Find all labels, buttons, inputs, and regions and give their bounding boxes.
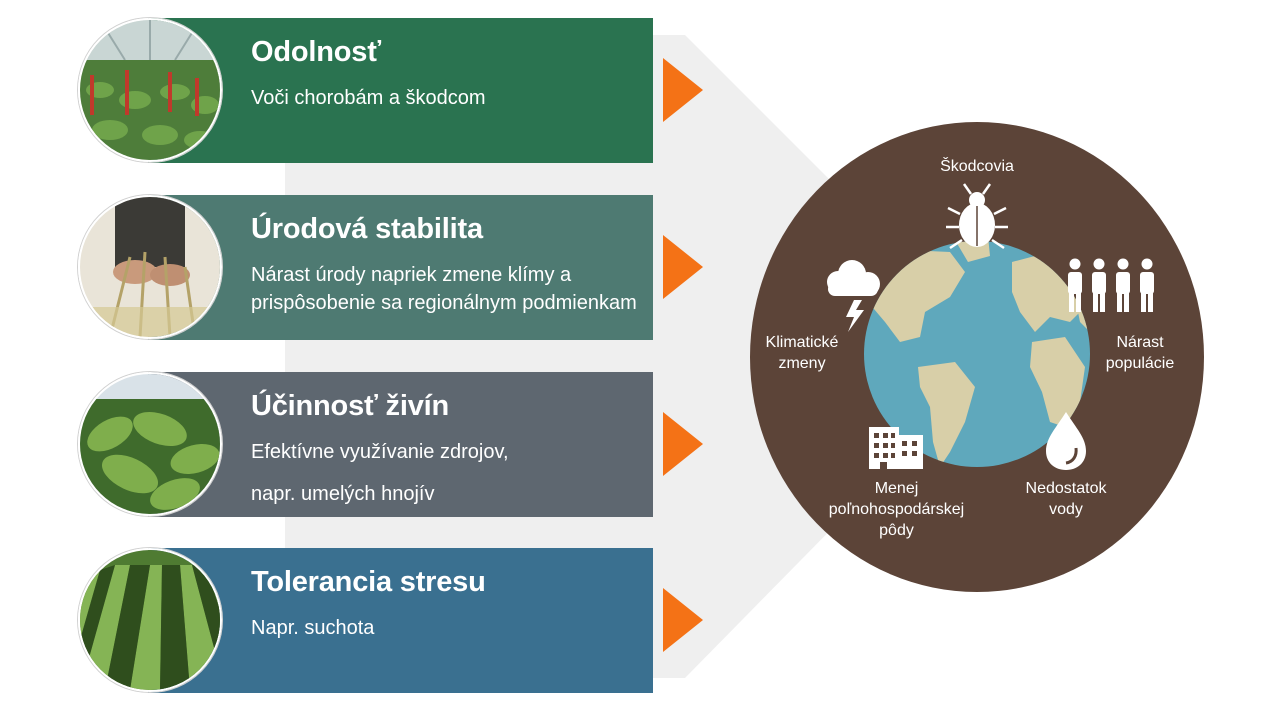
challenges-globe: Škodcovia Klimatické zmeny Nárast populá…	[750, 122, 1205, 592]
buildings-icon	[869, 427, 923, 469]
row-title: Tolerancia stresu	[251, 566, 486, 598]
row-description-line: napr. umelých hnojív	[251, 483, 435, 505]
row-stress-tolerance: Tolerancia stresu Napr. suchota	[148, 548, 653, 693]
arrow-icon	[663, 412, 703, 476]
arrow-icon	[663, 588, 703, 652]
arrow-icon	[663, 58, 703, 122]
storm-cloud-icon	[827, 260, 880, 332]
farmer-hands-wheat-photo	[78, 195, 222, 339]
arrow-icon	[663, 235, 703, 299]
label-water-shortage: Nedostatok vody	[1008, 478, 1124, 520]
row-title: Odolnosť	[251, 36, 381, 68]
row-description-line: Efektívne využívanie zdrojov,	[251, 441, 509, 463]
label-climate-change: Klimatické zmeny	[752, 332, 852, 374]
beet-leaves-photo	[78, 372, 222, 516]
label-line: Klimatické	[765, 334, 839, 351]
label-line: vody	[1049, 501, 1083, 518]
globe-circle	[750, 122, 1204, 592]
label-line: pôdy	[879, 522, 914, 539]
label-line: poľnohospodárskej	[828, 501, 965, 518]
water-drop-icon	[1046, 412, 1086, 470]
row-resilience: Odolnosť Voči chorobám a škodcom	[148, 18, 653, 163]
row-title: Úrodová stabilita	[251, 213, 483, 245]
beetle-icon	[946, 183, 1008, 250]
row-description: Nárast úrody napriek zmene klímy a prisp…	[251, 264, 637, 314]
label-line: populácie	[1105, 355, 1175, 372]
row-description: Napr. suchota	[251, 617, 375, 639]
greenhouse-plants-photo	[78, 18, 222, 162]
label-pests: Škodcovia	[940, 158, 1014, 175]
row-nutrient-efficiency: Účinnosť živín Efektívne využívanie zdro…	[148, 372, 653, 517]
row-description: Voči chorobám a škodcom	[251, 87, 486, 109]
row-yield-stability: Úrodová stabilita Nárast úrody napriek z…	[148, 195, 653, 340]
row-title: Účinnosť živín	[251, 390, 450, 422]
people-icon	[1068, 258, 1154, 312]
label-less-farmland: Menej poľnohospodárskej pôdy	[814, 478, 979, 541]
crop-rows-field-photo	[78, 548, 222, 692]
label-population-growth: Nárast populácie	[1090, 332, 1190, 374]
label-line: Menej	[874, 480, 919, 497]
row-description: Efektívne využívanie zdrojov, napr. umel…	[251, 438, 646, 508]
label-line: zmeny	[778, 355, 826, 372]
label-line: Nárast	[1116, 334, 1164, 351]
label-line: Nedostatok	[1025, 480, 1107, 497]
